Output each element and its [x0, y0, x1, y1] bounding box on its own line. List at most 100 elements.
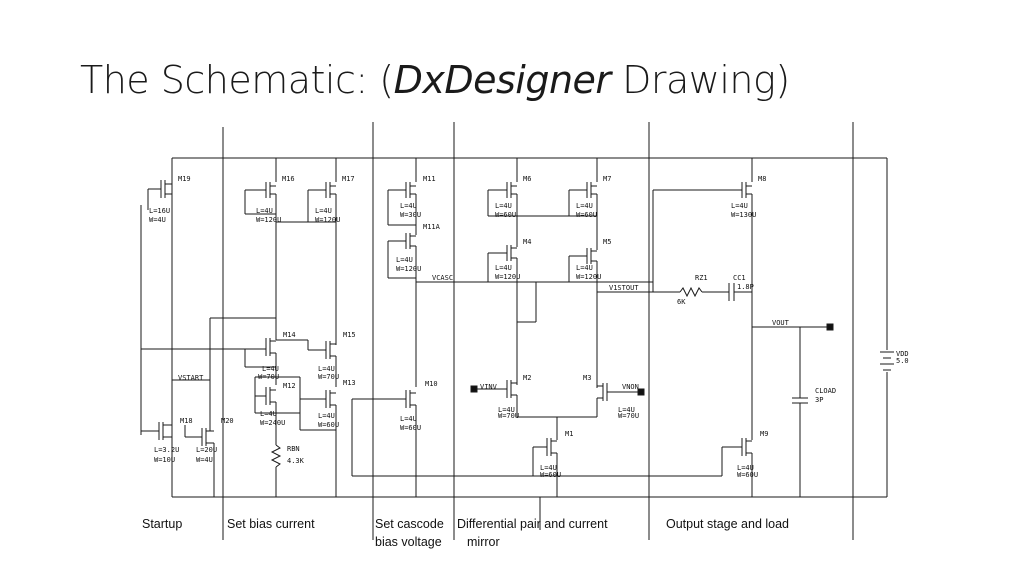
- m12-name: M12: [283, 382, 296, 390]
- vout-label: VOUT: [772, 319, 790, 327]
- m4-l: L=4U: [495, 264, 512, 272]
- m9-name: M9: [760, 430, 768, 438]
- m1-name: M1: [565, 430, 573, 438]
- rz1-name: RZ1: [695, 274, 708, 282]
- m3-l: L=4U: [618, 406, 635, 414]
- m16-l: L=4U: [256, 207, 273, 215]
- m15-w: W=70U: [318, 373, 339, 381]
- section-label-startup: Startup: [142, 515, 182, 533]
- m19-w: W=4U: [149, 216, 166, 224]
- m12-l: L=4U: [260, 410, 277, 418]
- m7-name: M7: [603, 175, 611, 183]
- component-labels: M19 L=16U W=4U M16 L=4U W=120U M17 L=4U …: [149, 175, 909, 479]
- m6-w: W=60U: [495, 211, 516, 219]
- section-label-bias: Set bias current: [227, 515, 315, 533]
- m7-w: W=60U: [576, 211, 597, 219]
- m4-name: M4: [523, 238, 531, 246]
- title-italic: DxDesigner: [393, 58, 611, 102]
- m1-w: W=60U: [540, 471, 561, 479]
- m14-name: M14: [283, 331, 296, 339]
- m5-w: W=120U: [576, 273, 601, 281]
- output-label: Output stage and load: [666, 517, 790, 531]
- m11a-l: L=4U: [396, 256, 413, 264]
- m20-l: L=20U: [196, 446, 217, 454]
- m18-name: M18: [180, 417, 193, 425]
- m9-l: L=4U: [737, 464, 754, 472]
- output-section: [652, 158, 834, 497]
- v1stout-label: V1STOUT: [609, 284, 639, 292]
- cascode-label-line1: Set cascode: [375, 517, 444, 531]
- m12-w: W=240U: [260, 419, 285, 427]
- vdd-source-symbol: [880, 351, 894, 371]
- m10-l: L=4U: [400, 415, 417, 423]
- m6-l: L=4U: [495, 202, 512, 210]
- title-prefix: The Schematic: (: [80, 58, 394, 102]
- m11-name: M11: [423, 175, 436, 183]
- rbn-name: RBN: [287, 445, 300, 453]
- m8-w: W=130U: [731, 211, 756, 219]
- m15-l: L=4U: [318, 365, 335, 373]
- m2-name: M2: [523, 374, 531, 382]
- m19-l: L=16U: [149, 207, 170, 215]
- diffpair-label-line2: mirror: [467, 535, 500, 549]
- m13-name: M13: [343, 379, 356, 387]
- m13-l: L=4U: [318, 412, 335, 420]
- m11-l: L=4U: [400, 202, 417, 210]
- m15-name: M15: [343, 331, 356, 339]
- m17-name: M17: [342, 175, 355, 183]
- m16-name: M16: [282, 175, 295, 183]
- m18-l: L=3.2U: [154, 446, 179, 454]
- m14-w: W=70U: [258, 373, 279, 381]
- startup-section: [140, 175, 276, 497]
- section-label-output: Output stage and load: [666, 515, 789, 533]
- m2-l: L=4U: [498, 406, 515, 414]
- cc1-name: CC1: [733, 274, 746, 282]
- m8-l: L=4U: [731, 202, 748, 210]
- rz1-value: 6K: [677, 298, 686, 306]
- vdd-name: VDD: [896, 350, 909, 358]
- m6-name: M6: [523, 175, 531, 183]
- m11-w: W=30U: [400, 211, 421, 219]
- diffpair-section: [470, 158, 653, 530]
- m13-w: W=60U: [318, 421, 339, 429]
- slide-title: The Schematic: (DxDesigner Drawing): [80, 58, 790, 102]
- cascode-label-line2: bias voltage: [375, 535, 442, 549]
- cload-name: CLOAD: [815, 387, 836, 395]
- m17-l: L=4U: [315, 207, 332, 215]
- supply-rails: [171, 157, 888, 498]
- cascode-section: [351, 158, 722, 497]
- m7-l: L=4U: [576, 202, 593, 210]
- m9-w: W=60U: [737, 471, 758, 479]
- bias-label: Set bias current: [227, 517, 315, 531]
- m14-l: L=4U: [262, 365, 279, 373]
- m11a-w: W=120U: [396, 265, 421, 273]
- m10-w: W=60U: [400, 424, 421, 432]
- m2-w: W=70U: [498, 412, 519, 420]
- m17-w: W=120U: [315, 216, 340, 224]
- m20-name: M20: [221, 417, 234, 425]
- vinv-label: VINV: [480, 383, 498, 391]
- section-label-diffpair: Differential pair and current mirror: [457, 515, 608, 551]
- section-dividers: [222, 122, 854, 540]
- section-label-cascode: Set cascode bias voltage: [375, 515, 444, 551]
- bias-section: [244, 158, 337, 497]
- m8-name: M8: [758, 175, 766, 183]
- m16-w: W=120U: [256, 216, 281, 224]
- m5-name: M5: [603, 238, 611, 246]
- m10-name: M10: [425, 380, 438, 388]
- m20-w: W=4U: [196, 456, 213, 464]
- rbn-value: 4.3K: [287, 457, 305, 465]
- vstart-label: VSTART: [178, 374, 204, 382]
- cc1-value: 1.8P: [737, 283, 754, 291]
- startup-label: Startup: [142, 517, 183, 531]
- cload-value: 3P: [815, 396, 823, 404]
- m11a-name: M11A: [423, 223, 441, 231]
- title-suffix: Drawing): [610, 58, 790, 102]
- vnon-label: VNON: [622, 383, 639, 391]
- m1-l: L=4U: [540, 464, 557, 472]
- m3-name: M3: [583, 374, 591, 382]
- m19-name: M19: [178, 175, 191, 183]
- vcasc-label: VCASC: [432, 274, 453, 282]
- m4-w: W=120U: [495, 273, 520, 281]
